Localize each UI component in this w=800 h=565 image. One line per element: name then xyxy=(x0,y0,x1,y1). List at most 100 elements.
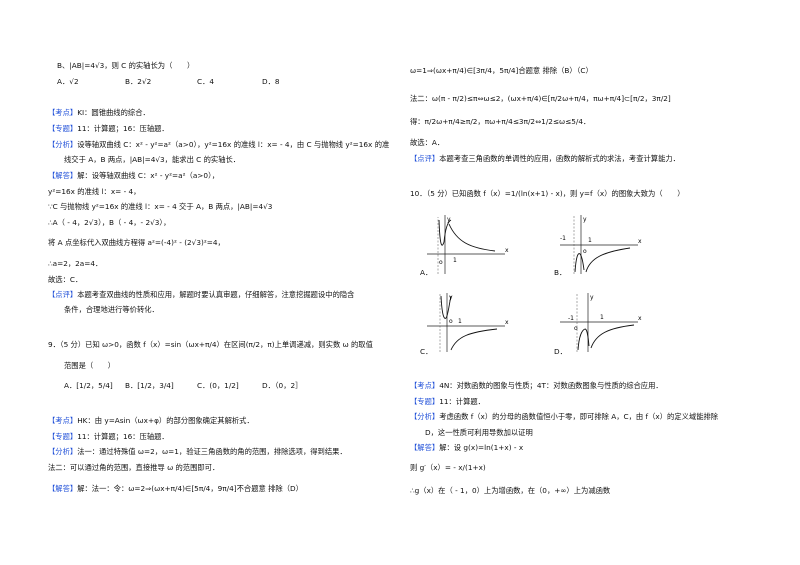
kaodian-tag: 【考点】 xyxy=(48,108,78,117)
q9-stem-cont: 范围是（ ） xyxy=(64,361,116,370)
jieda-tag: 【解答】 xyxy=(48,484,78,493)
q8-fenxi-cont: 线交于 A，B 两点，|AB|=4√3，能求出 C 的实轴长． xyxy=(64,155,241,164)
graph-d-svg: y x -1 o 1 xyxy=(560,293,642,352)
q10-kaodian: 【考点】4N：对数函数的图象与性质；4T：对数函数图象与性质的综合应用． xyxy=(410,381,663,391)
curve-left xyxy=(438,219,452,246)
q9-option-b: B．[1/2，3/4] xyxy=(125,381,174,390)
q8-step-6: 故选：C． xyxy=(48,275,83,284)
kaodian-text: KI：圆锥曲线的综合． xyxy=(77,108,150,117)
one-label: 1 xyxy=(453,257,457,264)
q10-graph-d: y x -1 o 1 xyxy=(558,290,643,354)
q8-kaodian: 【考点】KI：圆锥曲线的综合． xyxy=(48,108,150,118)
q9-cont-line2: 法二：ω(π - π/2)≤π⇔ω≤2，(ωx+π/4)∈[π/2ω+π/4，π… xyxy=(410,94,671,103)
zhuanti-tag: 【专题】 xyxy=(410,397,440,406)
origin-label: o xyxy=(449,318,453,325)
curve-right xyxy=(585,247,631,273)
zhuanti-tag: 【专题】 xyxy=(48,124,78,133)
q10-option-d: D． xyxy=(554,347,567,356)
jieda-text: 解：设 g(x)=ln(1+x) - x xyxy=(439,443,524,452)
q9-cont-line3: 得：π/2ω+π/4≥π/2，πω+π/4≤3π/2⇔1/2≤ω≤5/4． xyxy=(410,117,591,126)
jieda-text: 解：设等轴双曲线 C：x² - y²=a²（a>0）， xyxy=(77,171,220,180)
curve-right xyxy=(590,324,635,349)
origin-label: o xyxy=(583,248,587,255)
q8-option-c: C．4 xyxy=(197,77,215,86)
q9-option-d: D．（0，2］ xyxy=(262,381,303,390)
kaodian-text: 4N：对数函数的图象与性质；4T：对数函数图象与性质的综合应用． xyxy=(439,381,663,390)
q10-step-2: ∴g（x）在（ - 1，0）上为增函数，在（0，+∞）上为减函数 xyxy=(410,486,611,495)
x-label: x xyxy=(638,238,642,245)
q8-option-b: B．2√2 xyxy=(125,77,152,86)
curve-left xyxy=(440,295,452,319)
q10-jieda: 【解答】解：设 g(x)=ln(1+x) - x xyxy=(410,443,523,453)
one-label: 1 xyxy=(600,314,604,321)
graph-c-svg: y x o 1 xyxy=(427,293,509,352)
q8-zhuanti: 【专题】11：计算题；16：压轴题． xyxy=(48,124,169,134)
q10-zhuanti: 【专题】11：计算题． xyxy=(410,397,485,407)
dianping-tag: 【点评】 xyxy=(410,154,440,163)
neg-one-label: -1 xyxy=(568,315,574,322)
x-label: x xyxy=(638,315,642,322)
q10-graph-a: y x o 1 xyxy=(425,212,510,276)
q10-fenxi-cont: D，这一性质可利用导数加以证明 xyxy=(425,428,533,437)
q10-stem: 10．（5 分）已知函数 f（x）=1/(ln(x+1) - x)，则 y=f（… xyxy=(410,189,685,198)
origin-label: o xyxy=(439,259,443,266)
q8-option-d: D．8 xyxy=(262,77,280,86)
q8-step-4: 将 A 点坐标代入双曲线方程得 a²=(-4)² - (2√3)²=4， xyxy=(48,238,225,247)
q9-kaodian: 【考点】HK：由 y=Asin（ωx+φ）的部分图象确定其解析式． xyxy=(48,416,254,426)
fenxi-text-1: 考虑函数 f（x）的分母的函数值恒小于零，即可排除 A，C，由 f（x）的定义域… xyxy=(439,412,719,421)
y-label: y xyxy=(449,294,453,301)
kaodian-tag: 【考点】 xyxy=(410,381,440,390)
y-label: y xyxy=(583,216,587,223)
y-label: y xyxy=(590,294,594,301)
zhuanti-text: 11：计算题；16：压轴题． xyxy=(77,124,169,133)
graph-a-svg: y x o 1 xyxy=(427,215,509,274)
q10-graph-b: y x -1 o 1 xyxy=(558,212,643,276)
q8-step-5: ∴a=2，2a=4． xyxy=(48,259,103,268)
q9-dianping: 【点评】本题考查三角函数的单调性的应用，函数的解析式的求法，考查计算能力． xyxy=(410,154,680,164)
fenxi-text-1: 设等轴双曲线 C：x² - y²=a²（a>0），y²=16x 的准线 l：x=… xyxy=(77,140,390,149)
one-label: 1 xyxy=(588,237,592,244)
q10-graph-c: y x o 1 xyxy=(425,290,510,354)
curve-right xyxy=(450,328,498,351)
q9-zhuanti: 【专题】11：计算题；16：压轴题． xyxy=(48,432,169,442)
one-label: 1 xyxy=(458,318,462,325)
kaodian-text: HK：由 y=Asin（ωx+φ）的部分图象确定其解析式． xyxy=(77,416,254,425)
q9-stem: 9．（5 分）已知 ω>0，函数 f（x）=sin（ωx+π/4）在区间(π/2… xyxy=(48,340,373,349)
zhuanti-text: 11：计算题；16：压轴题． xyxy=(77,432,169,441)
zhuanti-tag: 【专题】 xyxy=(48,432,78,441)
curve-left xyxy=(577,328,590,351)
q9-jieda: 【解答】解：法一：令：ω=2⇒(ωx+π/4)∈[5π/4，9π/4]不合题意 … xyxy=(48,484,303,494)
q8-dianping-cont: 条件，合理地进行等价转化． xyxy=(64,305,159,314)
dianping-text: 本题考查三角函数的单调性的应用，函数的解析式的求法，考查计算能力． xyxy=(439,154,680,163)
zhuanti-text: 11：计算题． xyxy=(439,397,485,406)
q9-fenxi: 【分析】法一：通过特殊值 ω=2，ω=1，验证三角函数的角的范围，排除选项，得到… xyxy=(48,447,347,457)
q8-stem-tail: B、|AB|=4√3，则 C 的实轴长为（ ） xyxy=(57,61,195,70)
q10-step-1: 则 g′（x）= - x/(1+x) xyxy=(410,463,486,472)
q10-option-c: C． xyxy=(420,347,433,356)
fenxi-text: 法一：通过特殊值 ω=2，ω=1，验证三角函数的角的范围，排除选项，得到结果． xyxy=(77,447,347,456)
origin-label: o xyxy=(574,325,578,332)
y-label: y xyxy=(447,216,451,223)
q9-cont-line4: 故选：A． xyxy=(410,138,445,147)
q8-fenxi: 【分析】设等轴双曲线 C：x² - y²=a²（a>0），y²=16x 的准线 … xyxy=(48,140,389,150)
q8-step-1: y²=16x 的准线 l：x= - 4， xyxy=(48,187,141,196)
dianping-tag: 【点评】 xyxy=(48,290,78,299)
q8-step-2: ∵C 与抛物线 y²=16x 的准线 l：x= - 4 交于 A，B 两点，|A… xyxy=(48,202,273,211)
neg-one-label: -1 xyxy=(560,235,566,242)
jieda-tag: 【解答】 xyxy=(410,443,440,452)
dianping-text-1: 本题考查双曲线的性质和应用，解题时要认真审题，仔细解答，注意挖掘题设中的隐含 xyxy=(77,290,355,299)
jieda-text: 解：法一：令：ω=2⇒(ωx+π/4)∈[5π/4，9π/4]不合题意 排除（D… xyxy=(77,484,303,493)
q9-option-a: A．[1/2，5/4] xyxy=(64,381,113,390)
q9-option-c: C．(0，1/2] xyxy=(197,381,239,390)
kaodian-tag: 【考点】 xyxy=(48,416,78,425)
q10-option-a: A． xyxy=(420,268,433,277)
curve-left xyxy=(574,253,585,273)
q9-fenxi-cont: 法二：可以通过角的范围，直接推导 ω 的范围即可． xyxy=(48,463,220,472)
fenxi-tag: 【分析】 xyxy=(48,140,78,149)
x-label: x xyxy=(505,319,509,326)
curve-right xyxy=(448,223,496,252)
q10-fenxi: 【分析】考虑函数 f（x）的分母的函数值恒小于零，即可排除 A，C，由 f（x）… xyxy=(410,412,718,422)
q10-option-b: B． xyxy=(554,268,567,277)
graph-b-svg: y x -1 o 1 xyxy=(560,215,642,274)
fenxi-tag: 【分析】 xyxy=(410,412,440,421)
